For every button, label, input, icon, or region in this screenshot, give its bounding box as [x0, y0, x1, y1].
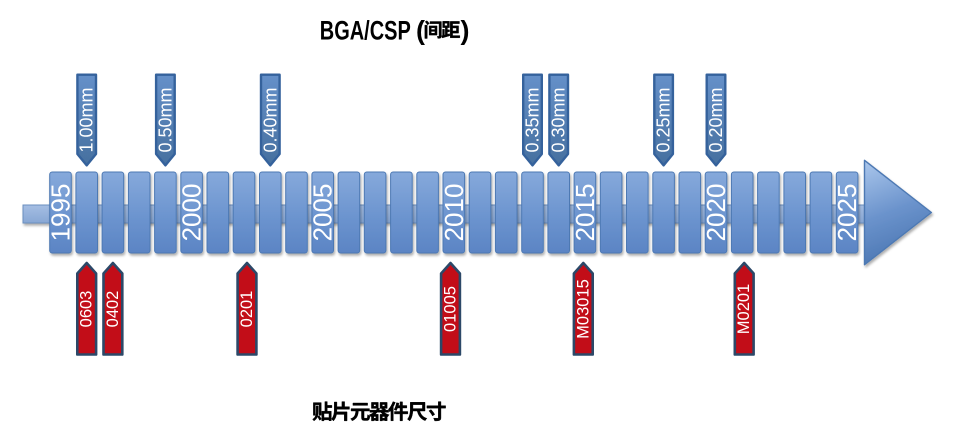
svg-text:(: (: [416, 15, 425, 45]
svg-text:2015: 2015: [570, 184, 600, 242]
svg-text:01005: 01005: [442, 286, 460, 332]
svg-text:2025: 2025: [832, 184, 862, 242]
svg-text:1995: 1995: [46, 184, 76, 242]
svg-text:2010: 2010: [439, 184, 469, 242]
svg-text:2005: 2005: [308, 184, 338, 242]
svg-text:): ): [461, 15, 470, 45]
svg-text:0402: 0402: [104, 291, 122, 328]
svg-text:0603: 0603: [78, 291, 96, 328]
svg-text:M0201: M0201: [735, 284, 753, 334]
svg-text:0.25mm: 0.25mm: [654, 87, 674, 152]
svg-text:1.00mm: 1.00mm: [77, 87, 97, 152]
svg-text:0.40mm: 0.40mm: [260, 87, 280, 152]
svg-text:0.20mm: 0.20mm: [706, 87, 726, 152]
svg-text:0.30mm: 0.30mm: [549, 87, 569, 152]
svg-text:2020: 2020: [701, 184, 731, 242]
svg-text:BGA/CSP: BGA/CSP: [320, 15, 411, 45]
svg-text:M03015: M03015: [574, 279, 592, 339]
svg-text:0.35mm: 0.35mm: [523, 87, 543, 152]
svg-text:0.50mm: 0.50mm: [155, 87, 175, 152]
svg-text:0201: 0201: [238, 291, 256, 328]
svg-text:2000: 2000: [177, 184, 207, 242]
